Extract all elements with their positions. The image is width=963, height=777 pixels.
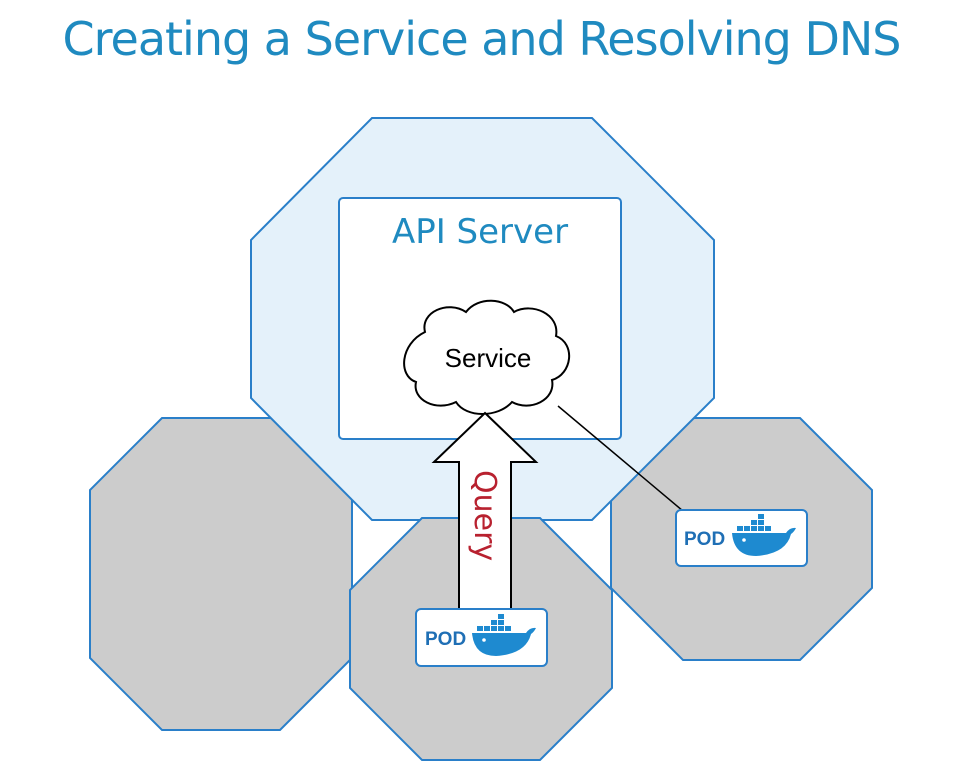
service-cloud xyxy=(403,299,571,415)
service-link-line xyxy=(557,405,684,512)
query-label: Query xyxy=(467,470,502,561)
pod-right-label: POD xyxy=(684,529,725,550)
service-label: Service xyxy=(445,343,532,373)
worker-node-left xyxy=(89,417,353,731)
pod-center-label: POD xyxy=(425,629,466,650)
page-title: Creating a Service and Resolving DNS xyxy=(62,12,902,66)
api-server-label: API Server xyxy=(392,212,568,252)
pod-right: POD xyxy=(675,509,808,567)
pod-center: POD xyxy=(415,608,548,667)
